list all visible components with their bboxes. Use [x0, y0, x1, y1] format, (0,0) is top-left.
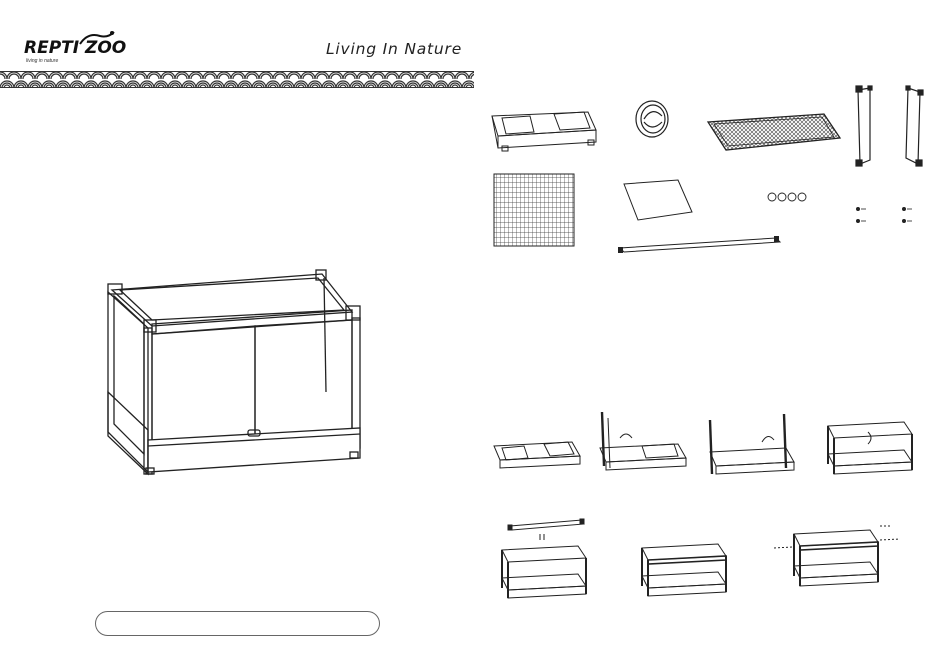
brand-tagline: Living In Nature	[326, 40, 462, 58]
caption-box	[95, 611, 380, 636]
screws-part	[852, 204, 922, 226]
feet-part	[766, 190, 810, 204]
terrarium-illustration	[100, 262, 380, 482]
vent-disc-part	[632, 98, 672, 140]
assembly-step-4	[822, 416, 918, 478]
wave-pattern-band	[0, 71, 474, 88]
assembly-step-5	[496, 514, 592, 604]
assembly-step-1	[492, 432, 584, 474]
front-rail-part	[616, 234, 784, 256]
assembly-step-7	[770, 522, 906, 602]
mesh-top-part	[704, 108, 844, 156]
assembly-step-6	[636, 540, 732, 604]
base-tray-part	[488, 100, 598, 155]
assembly-step-2	[596, 408, 690, 476]
lizard-logo-icon	[78, 28, 118, 48]
brand-logo-tagline: living in nature	[26, 58, 58, 64]
side-frame-left-part	[852, 84, 884, 168]
assembly-step-3	[702, 412, 802, 482]
mesh-screen-part	[492, 172, 576, 248]
back-panel-part	[618, 178, 698, 222]
side-frame-right-part	[900, 84, 932, 168]
